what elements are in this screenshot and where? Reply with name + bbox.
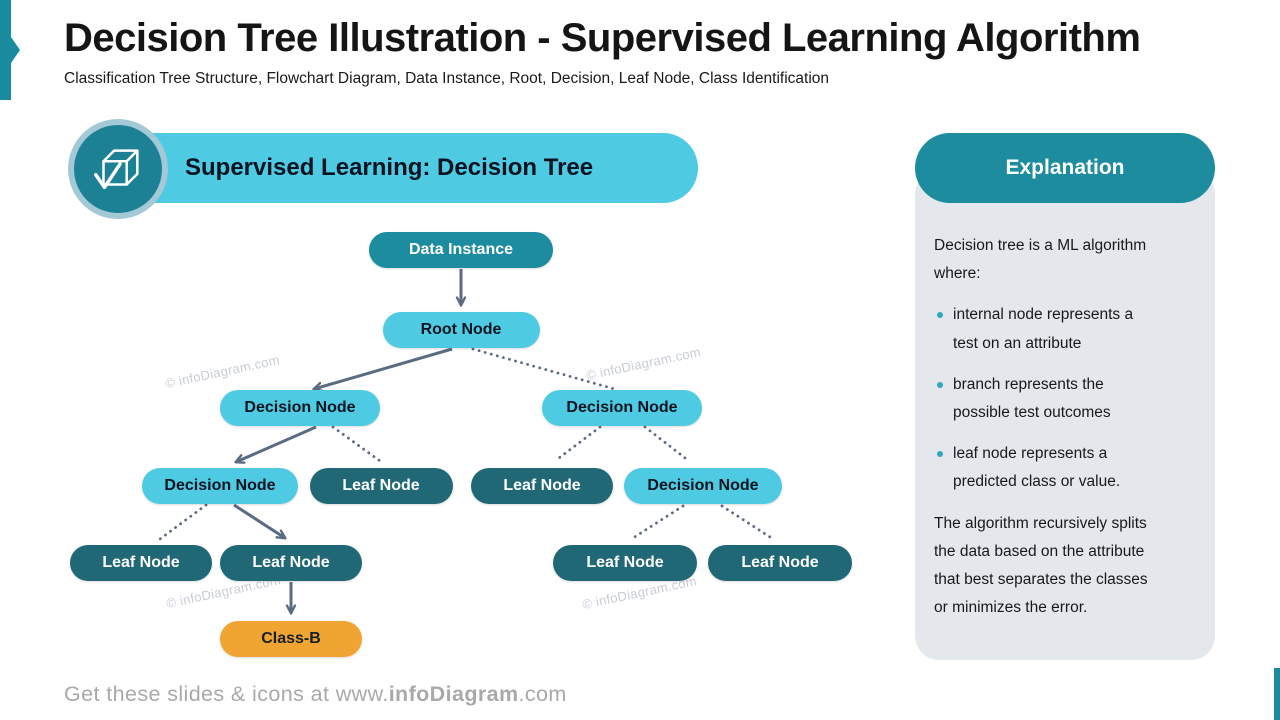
- page-title: Decision Tree Illustration - Supervised …: [64, 16, 1141, 60]
- tree-node-class-b: Class-B: [220, 621, 362, 657]
- tree-edge-solid: [314, 347, 453, 389]
- tree-node-decision-l2-left: Decision Node: [220, 390, 380, 426]
- tree-edge-dotted: [331, 425, 382, 463]
- tree-node-leaf-l4-2: Leaf Node: [220, 545, 362, 581]
- tree-node-leaf-l4-1: Leaf Node: [70, 545, 212, 581]
- section-banner-label: Supervised Learning: Decision Tree: [185, 154, 594, 181]
- explanation-bullet-list: internal node represents a test on an at…: [934, 301, 1195, 496]
- tree-node-decision-l3-1: Decision Node: [142, 468, 298, 504]
- explanation-panel: Decision tree is a ML algorithm where: i…: [915, 170, 1215, 660]
- explanation-panel-title: Explanation: [915, 133, 1215, 203]
- tree-edge-dotted: [643, 425, 691, 463]
- tree-edge-dotted: [631, 504, 685, 540]
- tree-edge-dotted: [720, 504, 772, 539]
- explanation-intro: Decision tree is a ML algorithm where:: [934, 237, 1147, 283]
- tree-edge-solid: [236, 425, 317, 462]
- tree-node-data-instance: Data Instance: [369, 232, 553, 268]
- page-subtitle: Classification Tree Structure, Flowchart…: [64, 70, 830, 87]
- tree-node-leaf-l3-3: Leaf Node: [471, 468, 613, 504]
- bottom-right-accent-bar: [1274, 668, 1280, 720]
- section-banner: [96, 133, 698, 203]
- tree-node-decision-l3-4: Decision Node: [624, 468, 782, 504]
- cube-check-icon: [68, 119, 168, 219]
- footer-text-suffix: .com: [518, 682, 567, 706]
- tree-node-decision-l2-right: Decision Node: [542, 390, 702, 426]
- tree-node-leaf-l3-2: Leaf Node: [309, 468, 453, 504]
- tree-node-leaf-l4-4: Leaf Node: [708, 545, 852, 581]
- tree-edge-dotted: [553, 425, 602, 463]
- explanation-outro: The algorithm recursively splits the dat…: [934, 514, 1148, 617]
- tree-edge-dotted: [471, 347, 620, 392]
- tree-edge-dotted: [158, 503, 208, 541]
- cube-check-icon-circle: [74, 125, 162, 213]
- footer-text-prefix: Get these slides & icons at www.: [64, 682, 389, 706]
- tree-node-root-node: Root Node: [382, 312, 540, 348]
- explanation-bullet: leaf node represents a predicted class o…: [934, 440, 1158, 496]
- explanation-bullet: internal node represents a test on an at…: [934, 301, 1158, 357]
- explanation-bullet: branch represents the possible test outc…: [934, 371, 1158, 427]
- footer-brand: infoDiagram: [388, 682, 519, 706]
- tree-node-leaf-l4-3: Leaf Node: [553, 545, 697, 581]
- tree-edge-solid: [233, 503, 285, 538]
- corner-accent-flag-icon: [0, 0, 20, 100]
- footer: Get these slides & icons at www.infoDiag…: [64, 682, 567, 707]
